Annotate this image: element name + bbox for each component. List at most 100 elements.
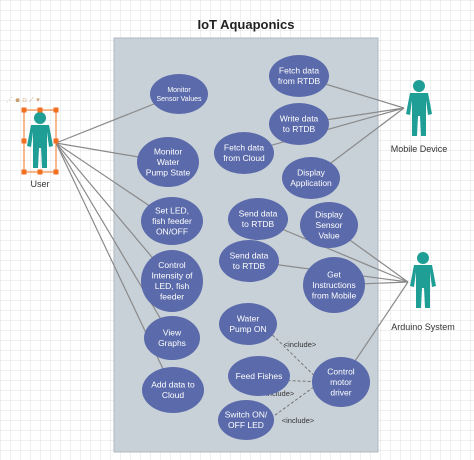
include-label: <include> [282,416,315,425]
use-case-label: Monitor [167,87,191,94]
use-case-label: OFF LED [228,420,264,430]
actor-user[interactable]: User [21,107,59,190]
actor-label: User [30,179,49,189]
use-case-label: Send data [239,209,278,219]
use-case-label: Write data [280,114,319,124]
use-case-label: Add data to [151,380,195,390]
use-case-ellipse[interactable] [312,357,370,407]
use-case-label: Monitor [154,146,183,156]
use-case-ellipse[interactable] [269,103,329,145]
use-case-ellipse[interactable] [214,132,274,174]
use-case-ellipse[interactable] [219,240,279,282]
use-case-label: feeder [160,292,184,302]
use-case-ellipse[interactable] [303,257,365,313]
use-case-feed_fishes[interactable]: Feed Fishes [228,356,290,396]
resize-handle[interactable] [37,169,43,175]
resize-handle[interactable] [53,107,59,113]
use-case-label: driver [330,387,351,397]
actor-arduino[interactable]: Arduino System [391,252,455,332]
toolbar-glyphs: ⋰ ▪ ▫ ⟋ ▾ [6,96,40,104]
use-case-label: Fetch data [279,66,319,76]
use-case-ellipse[interactable] [141,197,203,245]
use-case-label: Display [315,209,344,219]
actor-head [34,112,46,124]
use-case-label: to RTDB [242,219,275,229]
actor-label: Mobile Device [391,144,448,154]
use-case-switch_led[interactable]: Switch ON/OFF LED [218,400,274,440]
actor-head [413,80,425,92]
use-case-label: Control [158,260,186,270]
include-label: <include> [262,389,295,398]
use-case-label: to RTDB [233,261,266,271]
use-case-ellipse[interactable] [228,356,290,396]
use-case-label: Sensor Values [156,96,202,103]
association-line-user-view_graphs[interactable] [55,142,173,339]
use-case-label: from Mobile [312,290,357,300]
resize-handle[interactable] [21,138,27,144]
use-case-ellipse[interactable] [142,367,204,413]
use-case-label: to RTDB [283,124,316,134]
use-case-ellipse[interactable] [282,157,340,199]
use-case-label: Switch ON/ [225,410,268,420]
use-case-ellipse[interactable] [141,250,203,312]
actor-body [410,265,436,308]
use-case-ellipse[interactable] [218,400,274,440]
use-case-ellipse[interactable] [144,316,200,360]
use-case-label: ON/OFF [156,226,188,236]
use-case-label: Water [237,314,260,324]
use-case-ellipse[interactable] [137,137,199,187]
use-case-label: from Cloud [223,153,265,163]
use-case-label: Cloud [162,390,184,400]
use-case-label: Get [327,269,341,279]
resize-handle[interactable] [21,169,27,175]
resize-handle[interactable] [53,138,59,144]
diagram-title: IoT Aquaponics [197,17,294,32]
use-case-ellipse[interactable] [300,202,358,248]
use-case-label: Instructions [312,280,355,290]
actor-mobile[interactable]: Mobile Device [391,80,448,154]
use-case-label: from RTDB [278,76,321,86]
use-case-ellipse[interactable] [228,198,288,240]
use-case-label: Sensor [316,220,343,230]
use-case-label: Send data [230,251,269,261]
use-case-label: motor [330,377,352,387]
use-case-label: Feed Fishes [236,371,283,381]
selection-handles[interactable] [21,107,59,175]
use-case-ellipse[interactable] [269,55,329,97]
resize-handle[interactable] [37,107,43,113]
use-case-label: Water [157,157,180,167]
use-case-label: View [163,328,182,338]
use-case-label: Application [290,178,332,188]
use-case-label: Pump State [146,167,191,177]
resize-handle[interactable] [53,169,59,175]
include-line-water_pump[interactable] [265,327,322,383]
use-case-label: Graphs [158,338,186,348]
use-case-label: LED, fish [155,281,190,291]
use-case-label: fish feeder [152,216,192,226]
use-case-ellipse[interactable] [150,74,208,114]
include-label: <include> [284,340,317,349]
use-case-label: Fetch data [224,143,264,153]
use-case-ellipse[interactable] [219,303,277,345]
use-case-label: Pump ON [229,324,266,334]
actor-body [406,93,432,136]
resize-handle[interactable] [21,107,27,113]
